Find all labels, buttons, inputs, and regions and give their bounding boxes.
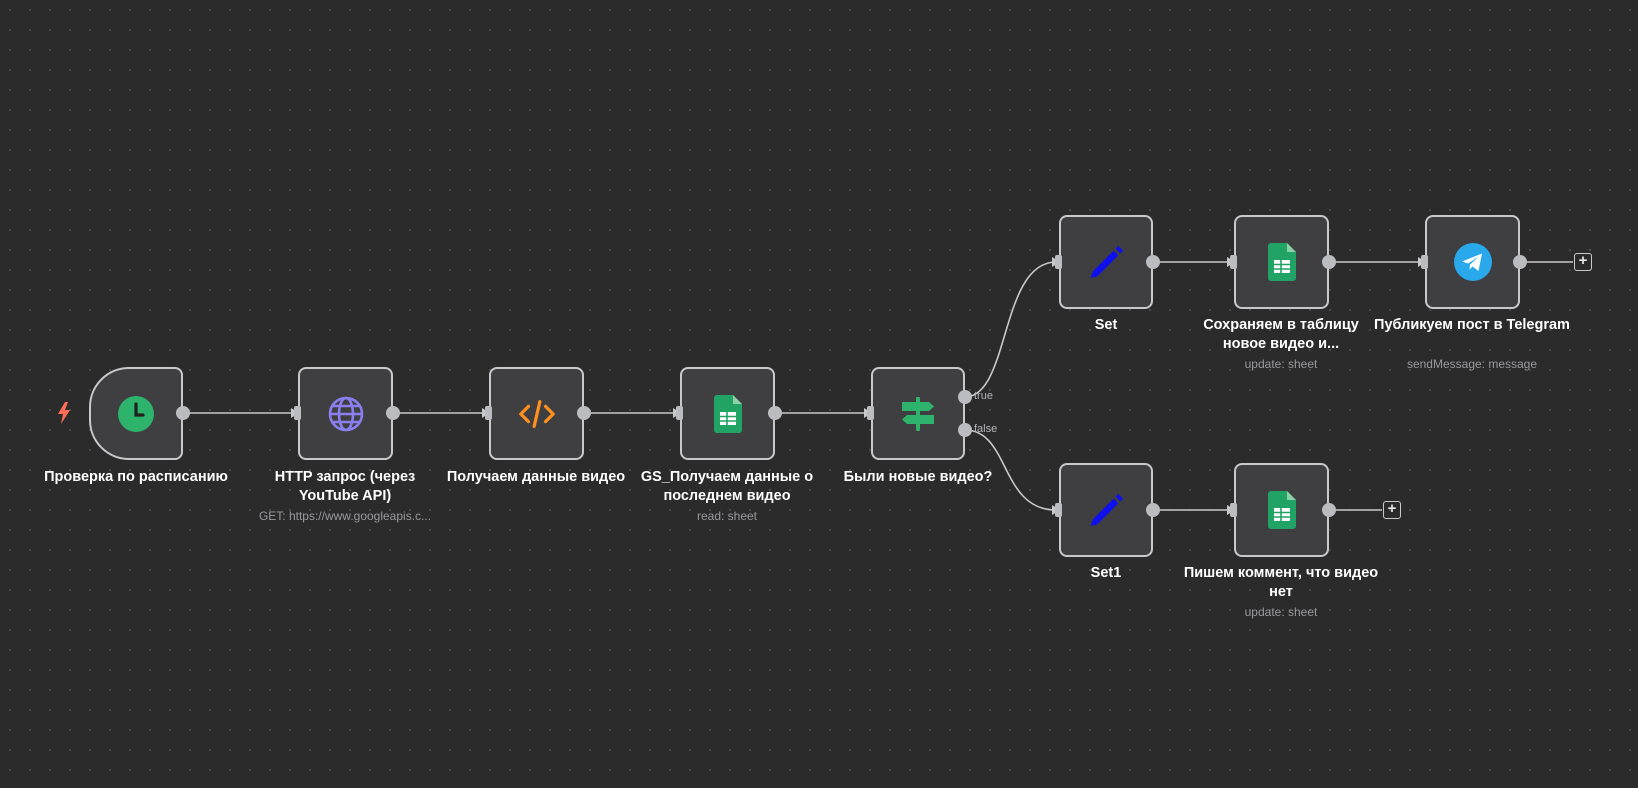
input-port[interactable] (1055, 503, 1062, 517)
node-google-sheets-read[interactable] (680, 367, 775, 460)
node-label: Сохраняем в таблицу новое видео и... (1203, 317, 1359, 352)
branch-label-false: false (974, 423, 998, 435)
node-label: Получаем данные видео (446, 469, 626, 485)
node-google-sheets-save[interactable] (1234, 215, 1329, 309)
output-port-true[interactable] (958, 390, 972, 404)
node-label: Пишем коммент, что видео нет (1183, 565, 1379, 600)
input-port[interactable] (1421, 255, 1428, 269)
node-subtitle: read: sheet (696, 509, 758, 523)
output-port[interactable] (768, 406, 782, 420)
code-icon (518, 395, 556, 433)
input-port[interactable] (294, 406, 301, 420)
branch-label-true: true (974, 390, 993, 402)
trigger-bolt-icon (58, 402, 70, 424)
node-if[interactable] (871, 367, 965, 460)
pencil-icon (1087, 243, 1125, 281)
output-port[interactable] (386, 406, 400, 420)
output-port[interactable] (1513, 255, 1527, 269)
node-label: Set (1094, 317, 1118, 333)
input-port[interactable] (1055, 255, 1062, 269)
node-subtitle: GET: https://www.googleapis.c... (258, 509, 432, 523)
node-http-request[interactable] (298, 367, 393, 460)
edge-if-set1 (964, 429, 1057, 511)
output-port[interactable] (1322, 255, 1336, 269)
input-port[interactable] (485, 406, 492, 420)
node-set[interactable] (1059, 215, 1153, 309)
google-sheets-icon (1263, 491, 1301, 529)
node-schedule-trigger[interactable] (89, 367, 183, 460)
node-google-sheets-comment[interactable] (1234, 463, 1329, 557)
node-telegram[interactable] (1425, 215, 1520, 309)
output-port[interactable] (1146, 255, 1160, 269)
node-subtitle: update: sheet (1244, 357, 1318, 371)
globe-icon (327, 395, 365, 433)
input-port[interactable] (676, 406, 683, 420)
input-port[interactable] (867, 406, 874, 420)
node-subtitle: sendMessage: message (1406, 357, 1538, 371)
node-label: GS_Получаем данные о последнем видео (640, 469, 814, 504)
add-node-button[interactable]: + (1383, 501, 1401, 519)
pencil-icon (1087, 491, 1125, 529)
output-port[interactable] (176, 406, 190, 420)
edge-if-set (964, 261, 1057, 398)
google-sheets-icon (1263, 243, 1301, 281)
clock-icon (117, 395, 155, 433)
node-label: Публикуем пост в Telegram (1374, 317, 1570, 333)
google-sheets-icon (709, 394, 747, 433)
node-set1[interactable] (1059, 463, 1153, 557)
node-label: Были новые видео? (843, 469, 993, 485)
output-port[interactable] (1146, 503, 1160, 517)
input-port[interactable] (1230, 255, 1237, 269)
node-label: Проверка по расписанию (44, 469, 228, 485)
input-port[interactable] (1230, 503, 1237, 517)
telegram-icon (1453, 243, 1492, 281)
node-label: HTTP запрос (через YouTube API) (274, 469, 416, 504)
output-port[interactable] (1322, 503, 1336, 517)
node-subtitle: update: sheet (1244, 605, 1318, 619)
node-code[interactable] (489, 367, 584, 460)
output-port[interactable] (577, 406, 591, 420)
node-label: Set1 (1090, 565, 1122, 581)
output-port-false[interactable] (958, 423, 972, 437)
add-node-button[interactable]: + (1574, 253, 1592, 271)
signpost-icon (899, 395, 937, 433)
